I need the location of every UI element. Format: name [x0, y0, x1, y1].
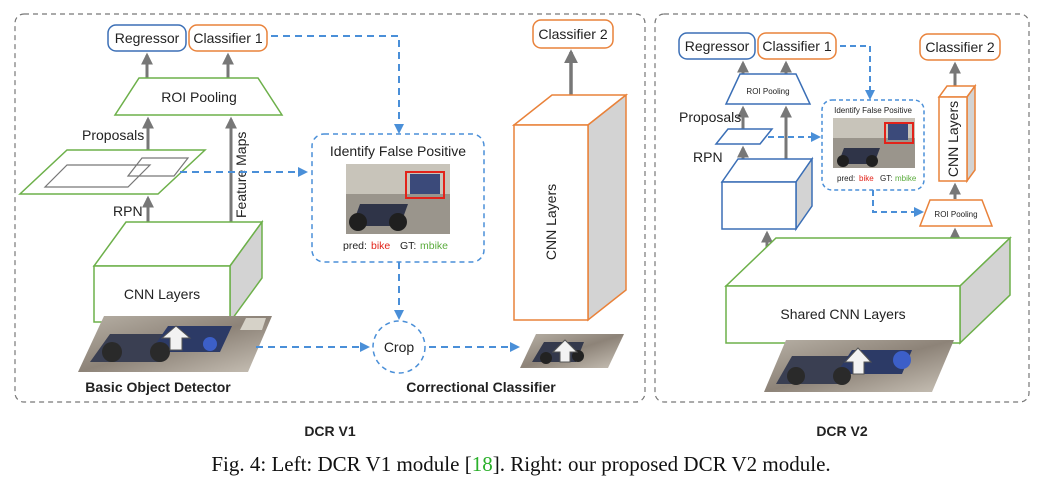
dcr-figure: Regressor Classifier 1 ROI Pooling Propo… — [14, 13, 1030, 439]
v1-proposal-box-small — [126, 157, 190, 177]
v2-rpn-label: RPN — [693, 149, 723, 165]
v1-regressor-label: Regressor — [115, 30, 180, 46]
v1-identify-fp-title: Identify False Positive — [330, 143, 466, 159]
v1-tall-cnn-side — [587, 93, 627, 322]
v1-fp-red-box — [405, 171, 445, 199]
v1-cropped-up-arrow — [551, 339, 579, 363]
v1-rpn-label: RPN — [113, 203, 143, 219]
v2-identify-fp-title: Identify False Positive — [834, 106, 912, 115]
v2-rpn-cuboid-front — [721, 181, 797, 230]
v2-pred-label: pred: — [837, 174, 855, 183]
v1-pred-value: bike — [371, 240, 390, 252]
v1-cnn-label: CNN Layers — [124, 286, 200, 302]
v2-dash-classifier-to-fp — [840, 45, 875, 100]
v2-roi-pooling-left-label: ROI Pooling — [746, 87, 789, 96]
caption-prefix: Fig. 4: Left: DCR V1 module [ — [211, 452, 472, 476]
v1-roi-pooling-label: ROI Pooling — [161, 89, 236, 105]
v1-classifier1-label: Classifier 1 — [193, 30, 262, 46]
v2-title: DCR V2 — [816, 423, 868, 439]
v1-basic-detector-label: Basic Object Detector — [85, 379, 231, 395]
v2-input-image — [764, 340, 954, 392]
v2-fp-red-box — [884, 122, 914, 144]
v1-proposals-label: Proposals — [82, 127, 144, 143]
v2-roi-pooling-left — [724, 73, 812, 105]
v1-tall-cnn-front — [513, 124, 589, 321]
v2-regressor-label: Regressor — [685, 38, 750, 54]
v2-roi-pooling-right — [918, 199, 994, 227]
v1-title: DCR V1 — [304, 423, 356, 439]
v2-tall-cnn-label: CNN Layers — [945, 101, 961, 177]
v1-fp-image — [346, 164, 450, 234]
v1-correctional-label: Correctional Classifier — [406, 379, 556, 395]
v1-classifier2-box — [532, 19, 614, 49]
v2-gt-value: mbike — [895, 174, 917, 183]
v1-crop-label: Crop — [384, 339, 415, 355]
v1-classifier2-label: Classifier 2 — [538, 26, 607, 42]
caption-suffix: ]. Right: our proposed DCR V2 module. — [492, 452, 831, 476]
v2-frame — [654, 13, 1030, 403]
caption-reference[interactable]: 18 — [471, 452, 493, 476]
v1-roi-pooling — [113, 77, 284, 116]
v1-input-image — [78, 316, 272, 372]
v2-proposals-label: Proposals — [679, 109, 741, 125]
v1-gt-label: GT: — [400, 240, 416, 252]
v2-tall-cnn-side — [966, 83, 976, 184]
v2-proposal-plane — [714, 128, 774, 145]
v2-gt-label: GT: — [880, 174, 892, 183]
v2-classifier2-label: Classifier 2 — [925, 39, 994, 55]
v1-crop-circle — [372, 320, 426, 374]
v1-proposal-box-large — [43, 164, 152, 188]
figure-caption: Fig. 4: Left: DCR V1 module [18]. Right:… — [0, 452, 1042, 477]
v1-feature-maps-label: Feature Maps — [233, 132, 249, 218]
v2-regressor-box — [678, 32, 756, 60]
v2-classifier1-label: Classifier 1 — [762, 38, 831, 54]
v1-proposal-plane — [18, 149, 207, 195]
v1-gt-value: mbike — [420, 240, 448, 252]
v2-shared-cnn-label: Shared CNN Layers — [780, 306, 905, 322]
v1-cropped-image — [520, 334, 624, 368]
v2-input-up-arrow — [843, 347, 873, 375]
v2-classifier2-box — [919, 33, 1001, 61]
v1-cnn-front — [93, 265, 231, 323]
v2-roi-pooling-right-label: ROI Pooling — [934, 210, 977, 219]
v1-dash-classifier-to-fp — [271, 35, 404, 134]
v1-input-up-arrow — [160, 325, 192, 351]
v2-pred-value: bike — [859, 174, 874, 183]
v2-fp-image — [833, 118, 915, 168]
v2-shared-cnn-front — [725, 285, 961, 344]
v1-regressor-box — [107, 24, 187, 52]
v1-frame — [14, 13, 646, 403]
v1-pred-label: pred: — [343, 240, 367, 252]
v1-classifier1-box — [188, 24, 268, 52]
v2-tall-cnn-front — [938, 96, 968, 182]
v2-classifier1-box — [757, 32, 837, 60]
v2-dash-fp-to-roi — [872, 190, 924, 217]
v1-tall-cnn-label: CNN Layers — [543, 184, 559, 260]
